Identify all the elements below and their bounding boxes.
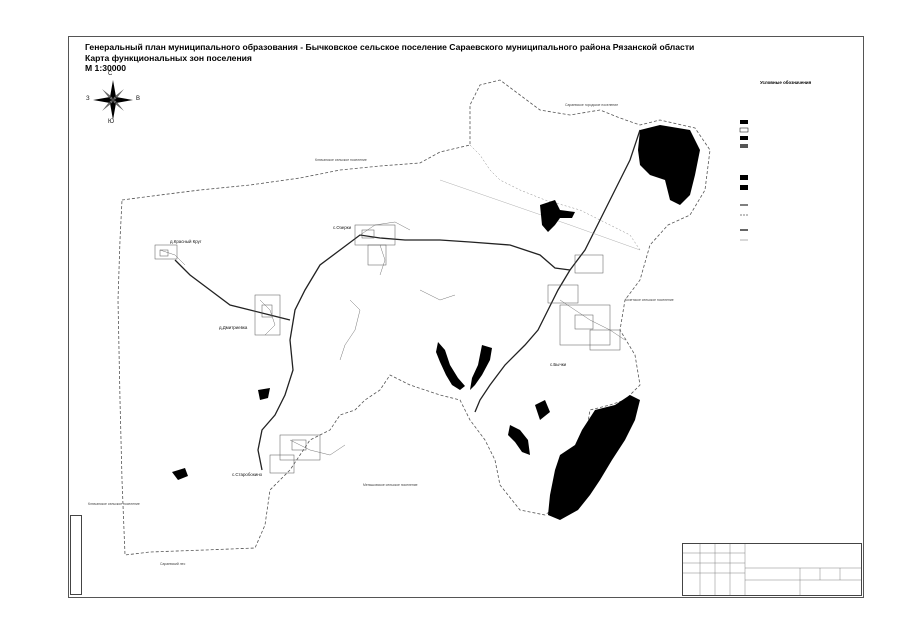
side-approval-stamp [70, 515, 82, 595]
neighbour-label-south: Меньшовское сельское поселение [363, 483, 418, 487]
settlement-label-krasny-krug: д.Красный Круг [170, 239, 202, 244]
forest-areas [172, 125, 700, 520]
map-scale: М 1:30000 [85, 63, 127, 73]
settlement-label-bychki: с.Бычки [550, 362, 567, 367]
title-block-lines [682, 543, 862, 596]
map-title-block: Генеральный план муниципального образова… [85, 42, 694, 74]
north-boundary [469, 144, 641, 251]
settlement-blocks [154, 224, 621, 474]
map-title: Генеральный план муниципального образова… [85, 42, 695, 52]
neighbour-label-west: Ключанское сельское поселение [88, 502, 140, 506]
settlement-label-starobokino: с.Старобокино [232, 472, 263, 477]
neighbour-label-north: Сараевское городское поселение [565, 103, 619, 107]
compass-west-label: З [86, 96, 90, 102]
settlement-label-dmitrievka: д.Дмитриевка [219, 325, 248, 330]
roads [174, 129, 641, 471]
neighbour-label-southwest: Сараевский лес [160, 562, 186, 566]
map-subtitle: Карта функциональных зон поселения [85, 52, 252, 63]
settlement-boundary [117, 79, 711, 556]
legend-symbols [739, 120, 749, 241]
neighbour-label-east: Кочетское сельское поселение [625, 298, 674, 302]
map-sheet-frame [68, 36, 864, 598]
settlement-label-ozerki: с.Озерки [333, 225, 352, 230]
neighbour-label-northwest: Ключанское сельское поселение [315, 158, 367, 162]
compass-rose-icon [93, 80, 133, 120]
legend-title: Условные обозначения [760, 80, 812, 85]
title-block [682, 543, 862, 596]
minor-roads [159, 221, 626, 456]
power-line [439, 179, 641, 251]
compass-north-label: С [108, 71, 113, 77]
compass-east-label: В [136, 96, 141, 102]
compass-south-label: Ю [108, 119, 115, 125]
